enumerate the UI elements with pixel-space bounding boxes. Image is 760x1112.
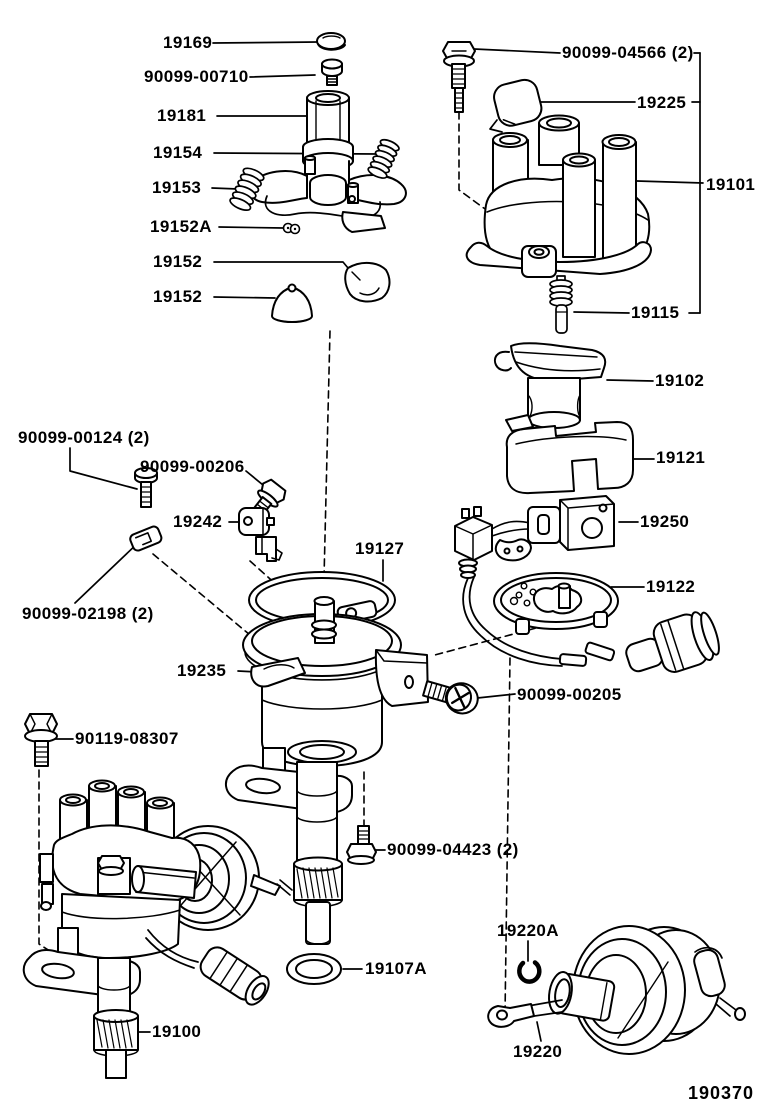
callout-90099-02198: 90099-02198 (2) bbox=[22, 604, 154, 623]
callout-19181: 19181 bbox=[157, 106, 207, 125]
callout-19220A: 19220A bbox=[497, 921, 559, 940]
part-19220A-clip bbox=[517, 960, 542, 984]
callout-19100: 19100 bbox=[152, 1022, 202, 1041]
callout-19225: 19225 bbox=[637, 93, 687, 112]
part-90099-02198-clip bbox=[129, 525, 163, 552]
callout-19154: 19154 bbox=[153, 143, 203, 162]
part-19100-distributor-assembly bbox=[22, 779, 293, 1079]
callout-90099-00205: 90099-00205 bbox=[517, 685, 622, 704]
callout-19152A: 19152A bbox=[150, 217, 212, 236]
part-90119-08307-bolt bbox=[24, 713, 58, 767]
callout-19152-upper: 19152 bbox=[153, 252, 203, 271]
callout-19107A: 19107A bbox=[365, 959, 427, 978]
callout-19153: 19153 bbox=[152, 178, 202, 197]
callout-90099-04423: 90099-04423 (2) bbox=[387, 840, 519, 859]
part-90099-00710-grommet bbox=[321, 58, 343, 86]
callout-19115: 19115 bbox=[631, 303, 680, 322]
part-90099-00205-screw bbox=[422, 680, 479, 715]
part-19152A-screws bbox=[282, 222, 301, 235]
callout-19152-lower: 19152 bbox=[153, 287, 203, 306]
callout-19250: 19250 bbox=[640, 512, 690, 531]
callout-90099-04566: 90099-04566 (2) bbox=[562, 43, 694, 62]
callout-19121: 19121 bbox=[656, 448, 706, 467]
part-19250-signal-generator bbox=[454, 495, 615, 579]
callout-19242: 19242 bbox=[173, 512, 223, 531]
part-19220-vacuum-advance bbox=[487, 925, 746, 1055]
part-90099-04423-bolt bbox=[346, 825, 377, 865]
callout-90099-00710: 90099-00710 bbox=[144, 67, 249, 86]
part-19121-dust-cover bbox=[505, 414, 634, 495]
part-19154-governor-assembly bbox=[249, 138, 407, 233]
callout-19127: 19127 bbox=[355, 539, 405, 558]
part-19225-cover bbox=[489, 78, 543, 133]
part-19181-cylinder bbox=[306, 90, 350, 145]
leader-lines bbox=[54, 41, 704, 1042]
callout-19101: 19101 bbox=[706, 175, 756, 194]
part-90099-04566-bolt bbox=[442, 41, 476, 113]
callout-19102: 19102 bbox=[655, 371, 705, 390]
part-19242-condenser bbox=[238, 507, 283, 562]
part-19102-rotor bbox=[493, 342, 607, 429]
callout-90099-00206: 90099-00206 bbox=[140, 457, 245, 476]
part-19115-carbon-point bbox=[549, 275, 573, 334]
part-19153-springs bbox=[229, 138, 400, 211]
drawing-number: 190370 bbox=[688, 1083, 755, 1103]
part-19107A-o-ring bbox=[286, 953, 342, 985]
part-19235-housing bbox=[225, 596, 429, 945]
part-19101-distributor-cap bbox=[465, 114, 652, 278]
callout-19169: 19169 bbox=[163, 33, 213, 52]
callout-90119-08307: 90119-08307 bbox=[75, 729, 179, 748]
callout-19235: 19235 bbox=[177, 661, 227, 680]
callout-19122: 19122 bbox=[646, 577, 696, 596]
part-19122-breaker-plate bbox=[462, 572, 720, 673]
part-19169-cap bbox=[316, 32, 346, 51]
part-19152-pad bbox=[344, 262, 391, 303]
part-90099-00124-screw bbox=[134, 467, 158, 508]
callout-90099-00124: 90099-00124 (2) bbox=[18, 428, 150, 447]
callout-19220: 19220 bbox=[513, 1042, 563, 1061]
part-19152-dome bbox=[271, 283, 313, 323]
